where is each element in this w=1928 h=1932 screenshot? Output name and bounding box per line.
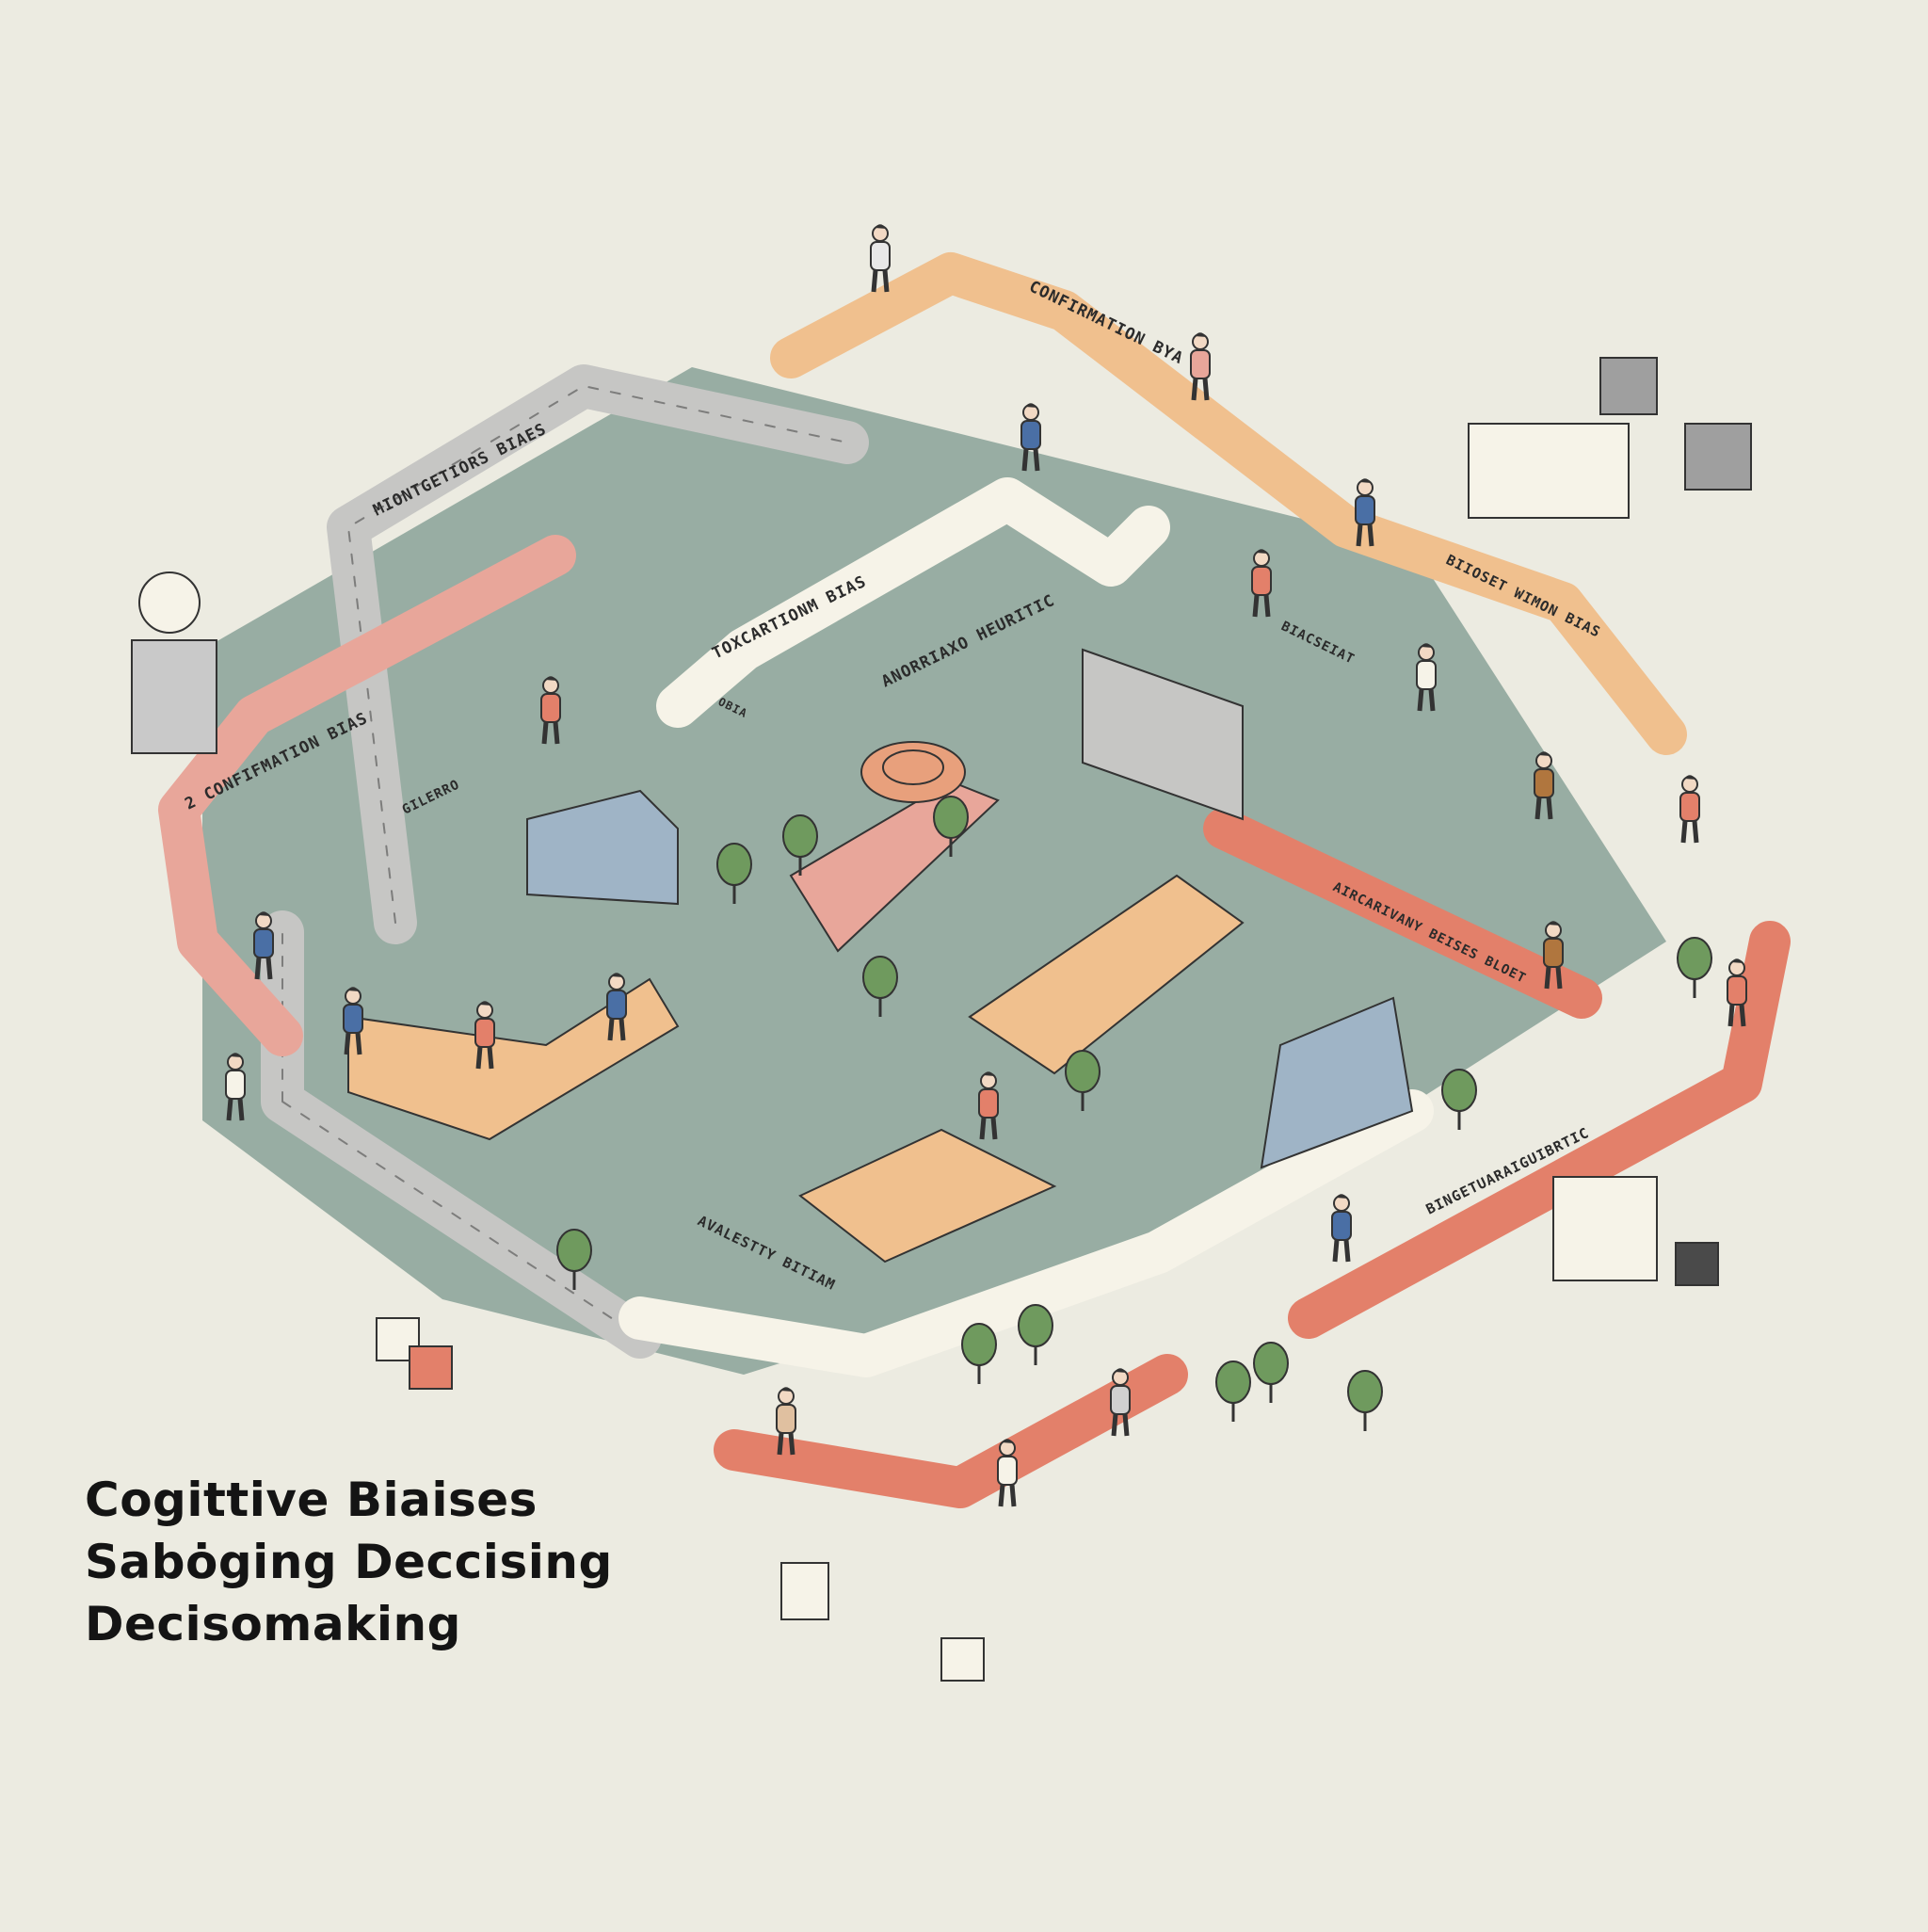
white-path [619,477,1434,1377]
title-line-3: Decisomaking [85,1597,461,1651]
round-platform-ring [882,749,944,785]
orange-path [770,252,1687,755]
tree [1252,1341,1290,1405]
speaker-box [1675,1242,1719,1286]
tree [960,1322,998,1386]
tree [1346,1369,1384,1433]
illustration-title: Cogittive Biaises Sabȯging Deccising De… [85,1469,613,1655]
person [1111,1368,1130,1436]
blue-inner-block-2 [1260,996,1414,1169]
orange-center-block [968,874,1245,1075]
small-cube-4 [940,1637,985,1682]
small-cube-2 [409,1345,453,1390]
person [1680,775,1699,843]
round-platform [860,741,966,803]
grey-path-outline [281,384,848,1338]
title-line-2: Sabȯging Deccising [85,1535,613,1589]
title-line-1: Cogittive Biaises [85,1473,538,1527]
left-pedestal-disk [138,572,201,634]
left-pedestal [131,639,217,754]
orange-u-block [798,1128,1057,1264]
grey-inner-block [1082,648,1244,821]
server-block-top-right [1468,423,1630,519]
orange-inner-block [347,977,680,1141]
person [998,1439,1017,1506]
person [1332,1194,1351,1262]
person [871,224,890,292]
tree [1214,1360,1252,1424]
tree [1676,936,1713,1000]
tree [1440,1068,1478,1132]
server-box-1 [1599,357,1658,415]
tree [1017,1303,1054,1367]
red-path [714,808,1791,1508]
small-cube-3 [780,1562,829,1620]
blue-inner-block [526,789,679,906]
pink-path [158,535,576,1056]
white-console [1552,1176,1658,1281]
server-box-2 [1684,423,1752,491]
